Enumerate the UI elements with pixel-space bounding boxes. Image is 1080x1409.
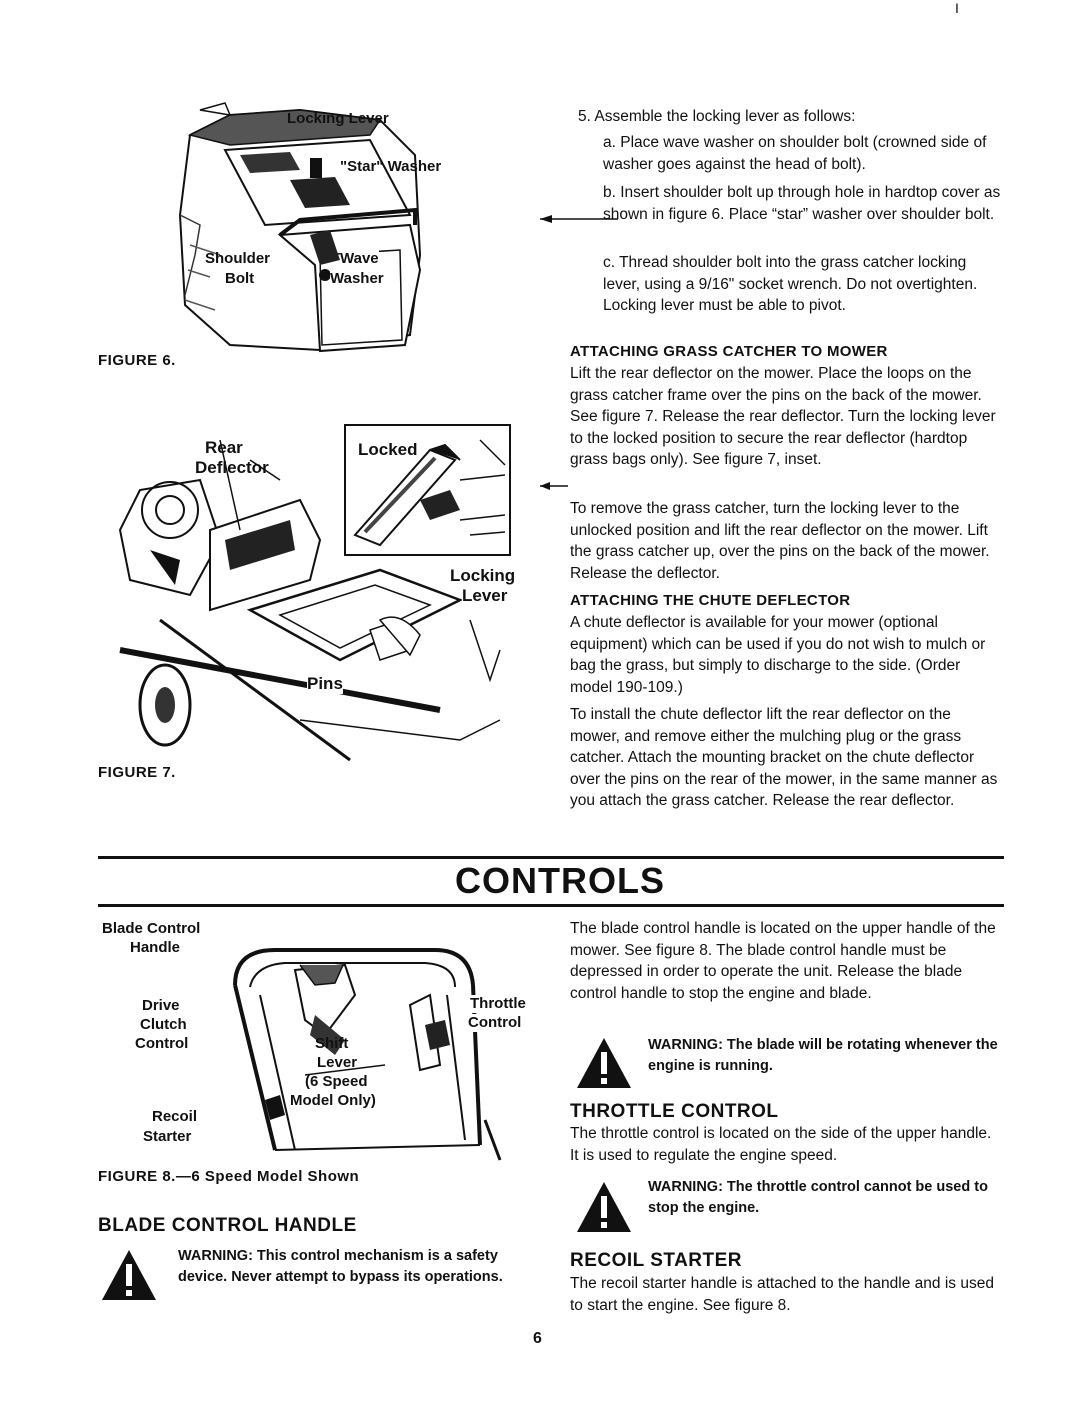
arrow-left-icon — [540, 211, 620, 229]
step-5b: b. Insert shoulder bolt up through hole … — [603, 184, 1001, 223]
callout-blade-handle: Handle — [130, 939, 181, 956]
callout-6-speed: (6 Speed — [305, 1073, 368, 1090]
callout-deflector: Deflector — [195, 458, 269, 477]
callout-drive: Drive — [142, 997, 180, 1014]
warning-icon-2 — [575, 1036, 633, 1095]
throttle-warning: WARNING: The throttle control cannot be … — [648, 1179, 988, 1216]
callout-pins: Pins — [307, 674, 343, 694]
callout-drive-control: Control — [135, 1035, 189, 1052]
step-5c: c. Thread shoulder bolt into the grass c… — [603, 254, 978, 314]
controls-rule-bottom — [98, 904, 1004, 907]
throttle-para: The throttle control is located on the s… — [570, 1125, 992, 1164]
callout-washer: Washer — [330, 270, 384, 288]
callout-recoil: Recoil — [152, 1108, 198, 1125]
figure-7 — [100, 420, 520, 762]
arrow-left-icon-2 — [540, 478, 570, 496]
header-mark: I — [955, 0, 959, 16]
page-number: 6 — [533, 1330, 542, 1347]
blade-control-para: The blade control handle is located on t… — [570, 920, 996, 1002]
callout-lever: Lever — [462, 586, 508, 606]
chute-para1: A chute deflector is available for your … — [570, 614, 986, 696]
callout-clutch: Clutch — [140, 1016, 187, 1033]
heading-throttle: THROTTLE CONTROL — [570, 1101, 779, 1122]
controls-title: CONTROLS — [455, 860, 665, 901]
blade-rotation-warning: WARNING: The blade will be rotating when… — [648, 1037, 998, 1074]
figure-8-label: FIGURE 8.—6 Speed Model Shown — [98, 1168, 360, 1185]
mower-rear-illustration — [118, 424, 511, 762]
heading-attaching-catcher: ATTACHING GRASS CATCHER TO MOWER — [570, 343, 888, 360]
callout-wave: Wave — [340, 250, 379, 268]
heading-chute: ATTACHING THE CHUTE DEFLECTOR — [570, 592, 851, 609]
callout-locking: Locking — [450, 566, 516, 586]
callout-locked: Locked — [358, 440, 418, 460]
recoil-para: The recoil starter handle is attached to… — [570, 1275, 994, 1314]
callout-star-washer: "Star" Washer — [340, 158, 442, 175]
callout-shift: Shift — [315, 1035, 349, 1052]
callout-rear: Rear — [205, 438, 243, 457]
heading-blade-control: BLADE CONTROL HANDLE — [98, 1215, 357, 1236]
controls-rule-top — [98, 856, 1004, 859]
callout-blade-control: Blade Control — [102, 920, 201, 937]
chute-para2: To install the chute deflector lift the … — [570, 706, 998, 809]
callout-starter: Starter — [143, 1128, 192, 1145]
callout-locking-lever: Locking Lever — [287, 110, 389, 127]
callout-shift-lever: Lever — [317, 1054, 358, 1071]
heading-recoil: RECOIL STARTER — [570, 1250, 743, 1271]
grass-catcher-illustration — [178, 102, 422, 353]
step-5a: a. Place wave washer on shoulder bolt (c… — [603, 134, 987, 173]
callout-throttle-control: Control — [468, 1014, 522, 1032]
callout-throttle: Throttle — [470, 995, 526, 1013]
figure-6 — [170, 95, 470, 360]
callout-bolt: Bolt — [225, 270, 255, 287]
warning-icon-3 — [575, 1180, 633, 1239]
figure-7-label: FIGURE 7. — [98, 764, 176, 781]
warning-icon — [100, 1248, 158, 1307]
figure-8 — [215, 925, 505, 1161]
step-5: 5. Assemble the locking lever as follows… — [578, 108, 856, 125]
attaching-catcher-para1: Lift the rear deflector on the mower. Pl… — [570, 365, 996, 468]
attaching-catcher-para2: To remove the grass catcher, turn the lo… — [570, 500, 990, 582]
figure-6-label: FIGURE 6. — [98, 352, 176, 369]
callout-model-only: Model Only) — [290, 1092, 376, 1109]
blade-control-warning: WARNING: This control mechanism is a saf… — [178, 1248, 503, 1285]
callout-shoulder: Shoulder — [205, 250, 271, 267]
handle-controls-illustration — [233, 948, 502, 1161]
